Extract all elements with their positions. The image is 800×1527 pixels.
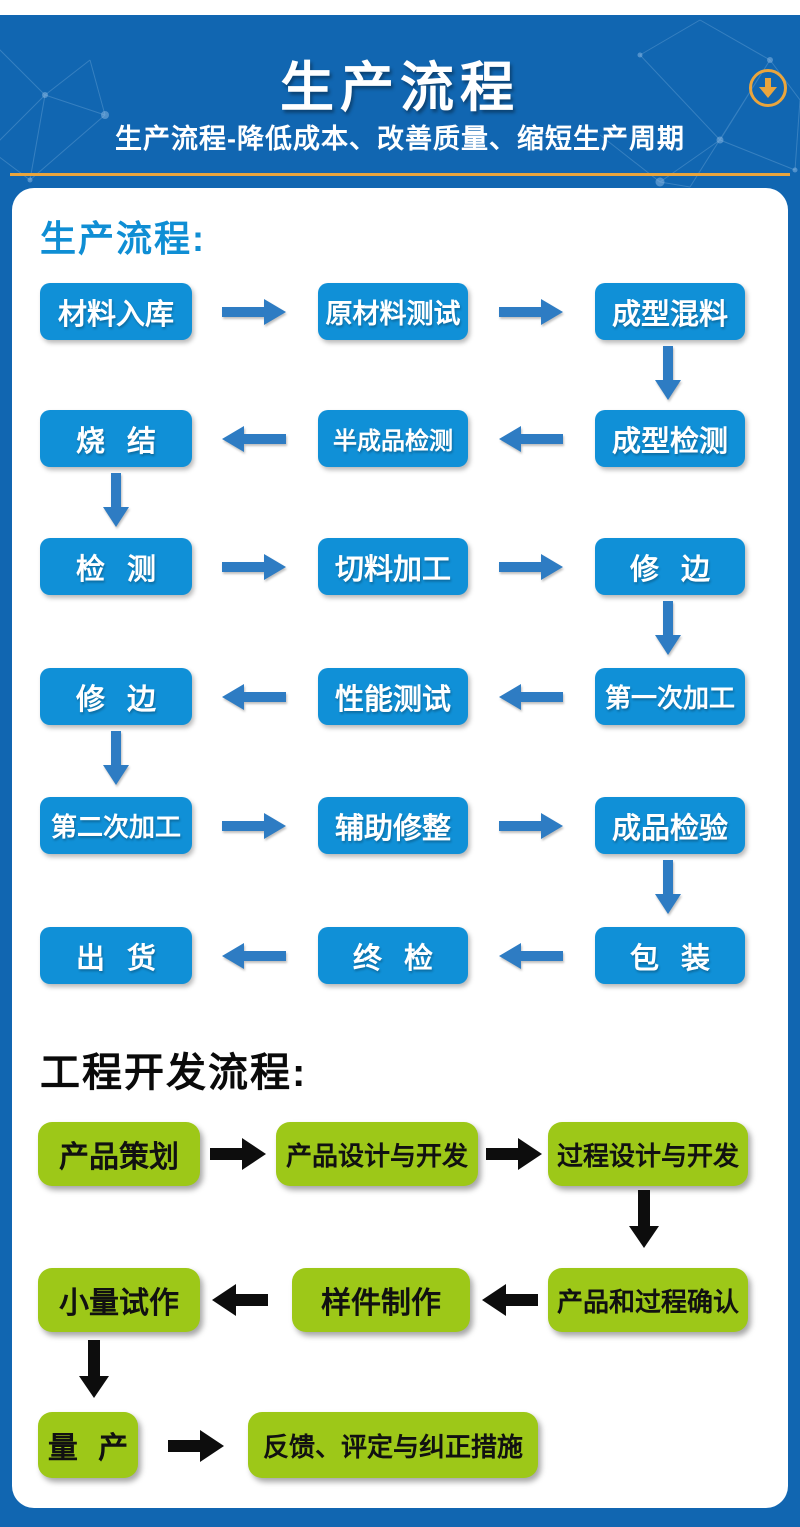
flow-box: 过程设计与开发	[548, 1122, 748, 1186]
scroll-down-arrow-head	[759, 87, 777, 98]
flow-box: 反馈、评定与纠正措施	[248, 1412, 538, 1478]
flow-box: 产品设计与开发	[276, 1122, 478, 1186]
flow-box: 成型检测	[595, 410, 745, 467]
flow-box: 材料入库	[40, 283, 192, 340]
flow-box: 终 检	[318, 927, 468, 984]
flow-box: 修 边	[595, 538, 745, 595]
flow-box: 烧 结	[40, 410, 192, 467]
flow-box: 量 产	[38, 1412, 138, 1478]
flow-box: 样件制作	[292, 1268, 470, 1332]
page-title: 生产流程	[280, 58, 520, 118]
arrow-down-icon	[629, 1190, 659, 1248]
flow-box: 半成品检测	[318, 410, 468, 467]
flow-box: 小量试作	[38, 1268, 200, 1332]
flow-box: 原材料测试	[318, 283, 468, 340]
flow-box: 包 装	[595, 927, 745, 984]
arrow-down-icon	[655, 346, 681, 400]
flow-box: 出 货	[40, 927, 192, 984]
arrow-left-icon	[222, 426, 286, 452]
flow-box: 成型混料	[595, 283, 745, 340]
scroll-down-arrow-shaft	[765, 78, 771, 88]
flow-box: 成品检验	[595, 797, 745, 854]
arrow-left-icon	[482, 1284, 538, 1316]
scroll-down-icon[interactable]	[749, 69, 787, 107]
arrow-down-icon	[79, 1340, 109, 1398]
arrow-down-icon	[655, 601, 681, 655]
arrow-right-icon	[499, 554, 563, 580]
arrow-right-icon	[222, 813, 286, 839]
arrow-right-icon	[168, 1430, 224, 1462]
flow-box: 第一次加工	[595, 668, 745, 725]
flow-box: 切料加工	[318, 538, 468, 595]
gold-divider	[10, 173, 790, 176]
flow-box: 性能测试	[318, 668, 468, 725]
production-flow-heading: 生产流程:	[40, 218, 206, 259]
arrow-right-icon	[222, 554, 286, 580]
flow-box: 检 测	[40, 538, 192, 595]
arrow-right-icon	[499, 299, 563, 325]
arrow-left-icon	[499, 943, 563, 969]
flow-box: 产品和过程确认	[548, 1268, 748, 1332]
arrow-left-icon	[499, 684, 563, 710]
arrow-right-icon	[222, 299, 286, 325]
arrow-left-icon	[222, 684, 286, 710]
flow-box: 修 边	[40, 668, 192, 725]
arrow-right-icon	[210, 1138, 266, 1170]
arrow-down-icon	[103, 731, 129, 785]
flow-box: 辅助修整	[318, 797, 468, 854]
arrow-down-icon	[655, 860, 681, 914]
arrow-down-icon	[103, 473, 129, 527]
arrow-right-icon	[486, 1138, 542, 1170]
arrow-left-icon	[222, 943, 286, 969]
arrow-left-icon	[499, 426, 563, 452]
engineering-flow-heading: 工程开发流程:	[40, 1051, 308, 1095]
page-header: 生产流程 生产流程-降低成本、改善质量、缩短生产周期	[0, 15, 800, 188]
arrow-left-icon	[212, 1284, 268, 1316]
network-pattern	[0, 19, 800, 188]
flow-box: 产品策划	[38, 1122, 200, 1186]
arrow-right-icon	[499, 813, 563, 839]
flow-box: 第二次加工	[40, 797, 192, 854]
page-subtitle: 生产流程-降低成本、改善质量、缩短生产周期	[115, 124, 685, 154]
top-white-strip	[0, 0, 800, 15]
